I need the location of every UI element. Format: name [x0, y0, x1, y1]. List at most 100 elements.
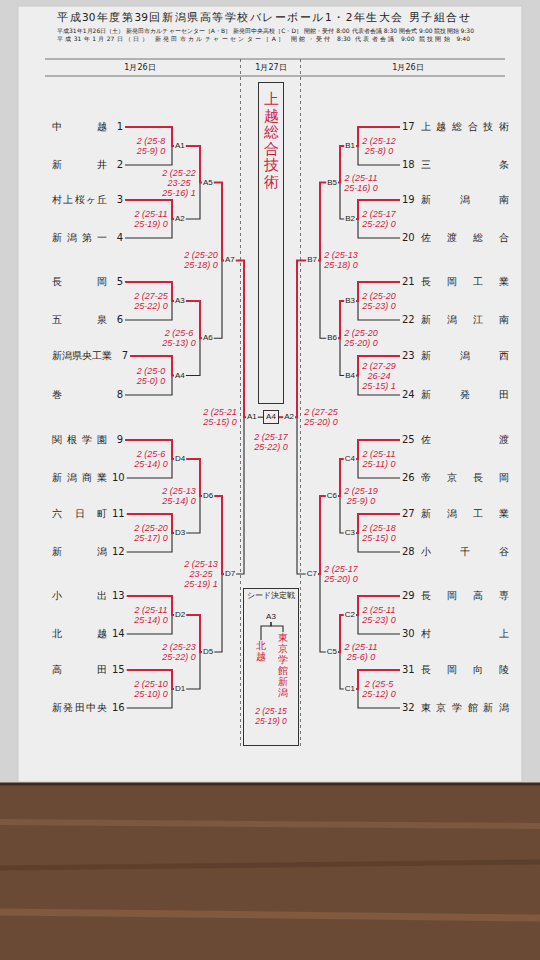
team-number: 27	[402, 508, 415, 520]
team-number: 28	[402, 546, 415, 558]
team-name: 新潟県央工業	[52, 350, 112, 362]
team-entry: 新潟第一4	[50, 232, 125, 244]
team-name: 小千谷	[421, 546, 509, 558]
team-name: 新潟西	[421, 350, 509, 362]
team-name: 新潟	[52, 546, 107, 558]
team-number: 4	[112, 232, 123, 244]
bracket-line	[127, 533, 174, 552]
match-label: B7	[306, 255, 318, 265]
floor-grain	[0, 862, 540, 868]
team-name: 帝京長岡	[421, 472, 509, 484]
match-code: C1	[345, 684, 355, 693]
team-number: 30	[402, 628, 415, 640]
team-entry: 新潟12	[50, 546, 127, 558]
match-label: A1	[246, 412, 258, 422]
match-code: C4	[345, 454, 355, 463]
match-label: C1	[344, 684, 356, 694]
match-code: D2	[175, 610, 185, 619]
team-number: 20	[402, 232, 415, 244]
team-name: 六日町	[52, 508, 107, 520]
match-code: A7	[225, 255, 235, 264]
bracket-line	[356, 459, 400, 478]
team-entry: 五泉6	[50, 314, 125, 326]
set-score: 2 (25-11 25-11) 0	[361, 449, 397, 469]
team-number: 10	[112, 472, 125, 484]
schedule-note: 平成31年1月26日（土） 新発田市カルチャーセンター［A・B］ 新発田中央高校…	[57, 27, 474, 35]
floor-grain	[0, 912, 540, 918]
team-number: 22	[402, 314, 415, 326]
team-number: 6	[112, 314, 123, 326]
team-number: 11	[112, 508, 125, 520]
team-name: 新発田中央	[52, 702, 107, 714]
set-score: 2 (25-11 25-14) 0	[133, 605, 169, 625]
team-name: 東京学館新潟	[421, 702, 509, 714]
match-label: B1	[344, 141, 356, 151]
team-name: 村上	[421, 628, 509, 640]
team-number: 18	[402, 159, 415, 171]
bracket-line	[356, 689, 400, 708]
team-number: 5	[112, 276, 123, 288]
bracket-line	[186, 496, 202, 533]
match-code: B2	[345, 214, 355, 223]
champion-name: 上越総合技術	[264, 91, 279, 190]
team-entry: 村上桜ヶ丘3	[50, 194, 125, 206]
team-entry: 26 帝京長岡	[400, 472, 511, 484]
set-score: 2 (27-25 25-22) 0	[133, 291, 169, 311]
match-code: A2	[284, 412, 294, 421]
floor-edge	[0, 783, 540, 786]
match-code: D6	[203, 491, 213, 500]
team-number: 17	[402, 121, 415, 133]
bracket-line	[125, 219, 174, 238]
team-number: 15	[112, 664, 125, 676]
team-name: 関根学園	[52, 434, 107, 446]
match-label: B3	[344, 296, 356, 306]
match-label: D5	[202, 647, 214, 657]
set-score: 2 (25-23 25-22) 0	[161, 642, 197, 662]
bracket-line	[338, 459, 344, 496]
match-label: D4	[174, 454, 186, 464]
team-entry: 30 村上	[400, 628, 511, 640]
team-entry: 関根学園9	[50, 434, 125, 446]
bracket-line	[338, 146, 344, 183]
team-entry: 北越	[256, 640, 266, 662]
bracket-line	[125, 282, 174, 301]
match-label: D6	[202, 491, 214, 501]
team-number: 2	[112, 159, 123, 171]
team-entry: 東京学館新潟	[278, 632, 288, 698]
team-entry: 20佐渡総合	[400, 232, 511, 244]
team-number: 13	[112, 590, 125, 602]
match-code: A3	[266, 612, 276, 621]
team-name: 中越	[52, 121, 107, 133]
team-number: 31	[402, 664, 415, 676]
match-code: A4	[266, 412, 276, 421]
team-name: 巻	[52, 389, 107, 401]
match-code: C6	[327, 491, 337, 500]
bracket-line	[338, 338, 344, 375]
team-entry: 25佐渡	[400, 434, 511, 446]
match-code: B6	[327, 333, 337, 342]
team-entry: 29長岡高専	[400, 590, 511, 602]
bracket-line	[318, 496, 326, 574]
match-code: B3	[345, 296, 355, 305]
set-score: 2 (25-13 25-14) 0	[161, 486, 197, 506]
team-name: 上越総合技術	[421, 121, 509, 133]
set-score: 2 (25-11 25-6) 0	[343, 642, 379, 662]
bracket-line	[127, 689, 174, 708]
match-code: B5	[327, 178, 337, 187]
match-code: D4	[175, 454, 185, 463]
set-score: 2 (25-15 25-19) 0	[253, 706, 289, 726]
bracket-line	[127, 459, 174, 478]
team-name: 東京学館新潟	[278, 632, 288, 698]
team-number: 8	[112, 389, 123, 401]
match-label: D3	[174, 528, 186, 538]
team-number: 7	[117, 350, 128, 362]
set-score: 2 (25-13 23-25 25-19) 1	[183, 559, 219, 589]
match-label: D2	[174, 610, 186, 620]
team-number: 26	[402, 472, 415, 484]
team-number: 16	[112, 702, 125, 714]
floor-grain	[0, 822, 540, 826]
bracket-line	[338, 183, 344, 220]
bracket-line	[130, 356, 174, 376]
team-number: 25	[402, 434, 415, 446]
